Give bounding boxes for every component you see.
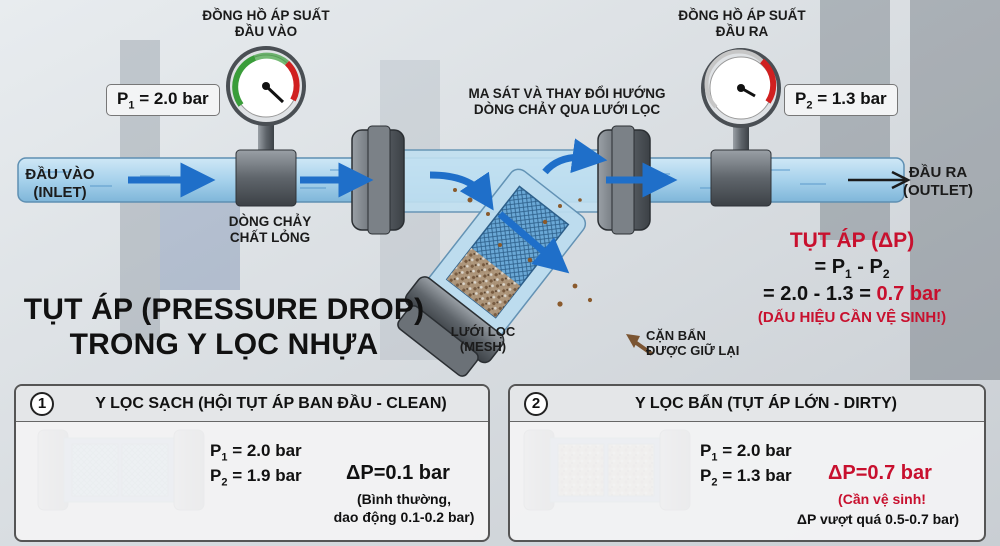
calc-result: 0.7 bar	[876, 283, 941, 306]
p1-text: = 2.0 bar	[227, 441, 302, 460]
p2-text: = 1.3 bar	[717, 466, 792, 486]
panel-number: 1	[30, 392, 54, 416]
clean-strainer-panel: 1 Y LỌC SẠCH (HỘI TỤT ÁP BAN ĐẦU - CLEAN…	[14, 384, 490, 542]
panel-heading: Y LỌC SẠCH (HỘI TỤT ÁP BAN ĐẦU - CLEAN)	[95, 395, 447, 412]
formula-sub1: 1	[845, 266, 852, 281]
mesh-label: LƯỚI LỌC (MESH)	[450, 324, 516, 355]
fluid-flow-label: DÒNG CHẢY CHẤT LỎNG	[228, 214, 312, 245]
panel-note: (Bình thường, dao động 0.1-0.2 bar)	[333, 491, 475, 526]
p1-subscript: 1	[221, 451, 228, 464]
inlet-label: ĐẦU VÀO (INLET)	[25, 166, 95, 201]
panel-note: ΔP vượt quá 0.5-0.7 bar)	[796, 511, 960, 527]
formula-sub2: 2	[882, 266, 890, 281]
p2-subscript: 2	[221, 476, 228, 489]
p1-symbol: P	[117, 89, 129, 108]
p2-text: = 1.9 bar	[227, 466, 302, 486]
formula-part-b: - P	[851, 255, 883, 278]
outlet-gauge-title: ĐỒNG HỒ ÁP SUẤT ĐẦU RA	[678, 8, 806, 39]
inlet-pressure-box: P1 = 2.0 bar	[106, 84, 220, 117]
panel-delta-p: ΔP=0.1 bar	[346, 462, 450, 484]
inlet-gauge-title: ĐỒNG HỒ ÁP SUẤT ĐẦU VÀO	[202, 8, 330, 39]
panel-p2: P2 = 1.9 bar	[210, 466, 302, 489]
panel-header: 1 Y LỌC SẠCH (HỘI TỤT ÁP BAN ĐẦU - CLEAN…	[16, 386, 488, 422]
inlet-pressure-gauge	[226, 46, 306, 126]
p2-subscript: 2	[806, 99, 813, 112]
panel-pressures: P1 = 2.0 bar P2 = 1.3 bar	[700, 440, 792, 490]
pressure-drop-calc-line: = 2.0 - 1.3 = 0.7 bar	[707, 282, 997, 308]
panel-delta-p: ΔP=0.7 bar	[828, 462, 932, 484]
calc-text: = 2.0 - 1.3 =	[763, 283, 877, 306]
page-title: TỤT ÁP (PRESSURE DROP) TRONG Y LỌC NHỰA	[23, 293, 425, 362]
p2-symbol: P	[795, 89, 807, 108]
panel-header: 2 Y LỌC BẨN (TỤT ÁP LỚN - DIRTY)	[510, 386, 984, 422]
pressure-drop-formula-line: = P1 - P2	[707, 255, 997, 282]
friction-label: MA SÁT VÀ THAY ĐỔI HƯỚNG DÒNG CHẢY QUA L…	[468, 86, 666, 117]
panel-p1: P1 = 2.0 bar	[210, 441, 302, 464]
dirty-strainer-panel: 2 Y LỌC BẨN (TỤT ÁP LỚN - DIRTY) P1 = 2.…	[508, 384, 986, 542]
formula-part-a: = P	[814, 255, 846, 278]
panel-heading: Y LỌC BẨN (TỤT ÁP LỚN - DIRTY)	[635, 395, 897, 412]
panel-number: 2	[524, 392, 548, 416]
p1-text: = 2.0 bar	[717, 441, 792, 460]
pressure-drop-formula: TỤT ÁP (ΔP) = P1 - P2 = 2.0 - 1.3 = 0.7 …	[707, 228, 997, 327]
cleaning-warning: (DẤU HIỆU CẦN VỆ SINH!)	[757, 308, 947, 326]
panel-p2: P2 = 1.3 bar	[700, 466, 792, 489]
panel-p1: P1 = 2.0 bar	[700, 441, 792, 464]
outlet-label: ĐẦU RA (OUTLET)	[903, 164, 973, 199]
pressure-drop-heading: TỤT ÁP (ΔP)	[789, 229, 915, 252]
p2-value: = 1.3 bar	[812, 89, 887, 108]
p1-subscript: 1	[711, 451, 718, 464]
dirt-label: CẶN BẨN ĐƯỢC GIỮ LẠI	[646, 328, 740, 359]
p2-subscript: 2	[711, 476, 718, 489]
panel-note-warning: (Cần vệ sinh!	[838, 491, 926, 507]
outlet-pressure-box: P2 = 1.3 bar	[784, 84, 898, 117]
outlet-pressure-gauge	[701, 48, 781, 128]
flow-arrows	[128, 138, 678, 274]
p1-subscript: 1	[128, 99, 135, 112]
p1-value: = 2.0 bar	[134, 89, 209, 108]
panel-pressures: P1 = 2.0 bar P2 = 1.9 bar	[210, 440, 302, 490]
